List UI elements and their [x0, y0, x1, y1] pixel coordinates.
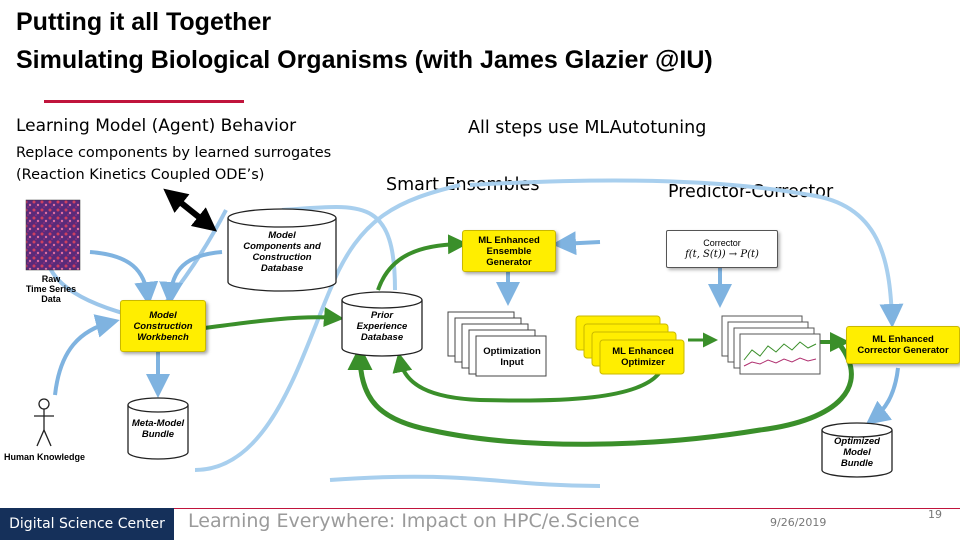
result-charts-stack [721, 315, 821, 375]
db-to-workbench-arrow [159, 250, 223, 306]
human-figure [34, 398, 54, 447]
outer-green-loop [347, 343, 854, 447]
meta-to-opt-loop-arrow [194, 183, 461, 472]
surrogate-double-arrow [163, 188, 218, 232]
optimization-input-stack [447, 311, 547, 377]
left-loop-arrow [281, 205, 397, 291]
optimization-input-label: Optimization Input [483, 346, 541, 368]
slide-title-line2: Simulating Biological Organisms (with Ja… [16, 46, 713, 74]
human-to-workbench-arrow [53, 314, 120, 396]
all-steps-label: All steps use MLAutotuning [468, 118, 707, 138]
ml-ensemble-generator: ML Enhanced Ensemble Generator [462, 230, 556, 272]
meta-model-bundle-label: Meta-Model Bundle [131, 418, 185, 440]
footer-divider [0, 508, 960, 509]
into-ensemble-arrow [552, 231, 601, 256]
optimized-model-bundle-label: Optimized Model Bundle [834, 435, 880, 469]
ml-enhanced-optimizer: ML Enhanced Optimizer [612, 346, 674, 368]
page-number: 19 [928, 508, 942, 521]
predictor-corrector-label: Predictor-Corrector [668, 182, 834, 202]
inner-green-loop [392, 352, 662, 403]
optimized-model-db [821, 422, 893, 478]
model-components-db [227, 208, 337, 292]
corrector-gen-to-optimized-arrow [865, 367, 900, 425]
smart-ensembles-label: Smart Ensembles [386, 175, 540, 195]
meta-model-db [127, 397, 189, 460]
bottom-return-arrow [329, 474, 601, 488]
surrogates-text: Replace components by learned surrogates [16, 145, 332, 161]
reaction-kinetics-text: (Reaction Kinetics Coupled ODE’s) [16, 167, 265, 183]
footer-talk-title: Learning Everywhere: Impact on HPC/e.Sci… [188, 510, 640, 532]
learning-model-heading: Learning Model (Agent) Behavior [16, 116, 297, 136]
corrector-feedback-arrow [469, 178, 904, 328]
raw-time-series-label: Raw Time Series Data [25, 274, 77, 304]
ml-corrector-generator: ML Enhanced Corrector Generator [846, 326, 960, 364]
human-knowledge-label: Human Knowledge [4, 452, 86, 462]
workbench-prior-arrow [204, 307, 344, 330]
optimizer-stack [575, 315, 685, 375]
footer-date: 9/26/2019 [770, 516, 827, 529]
prior-to-ensemble-arrow [376, 234, 468, 291]
model-construction-workbench: Model Construction Workbench [120, 300, 206, 352]
raw-time-series-image [25, 199, 81, 271]
raw-to-workbench-arrow [89, 250, 159, 306]
title-underline [44, 100, 244, 103]
footer-badge: Digital Science Center [0, 508, 174, 540]
prior-experience-db-label: Prior Experience Database [356, 309, 408, 343]
prior-experience-db [341, 291, 423, 357]
corrector-box: Corrector f(t, S(t)) → P(t) [666, 230, 778, 268]
slide-title-line1: Putting it all Together [16, 8, 272, 36]
model-components-db-label: Model Components and Construction Databa… [243, 230, 321, 274]
